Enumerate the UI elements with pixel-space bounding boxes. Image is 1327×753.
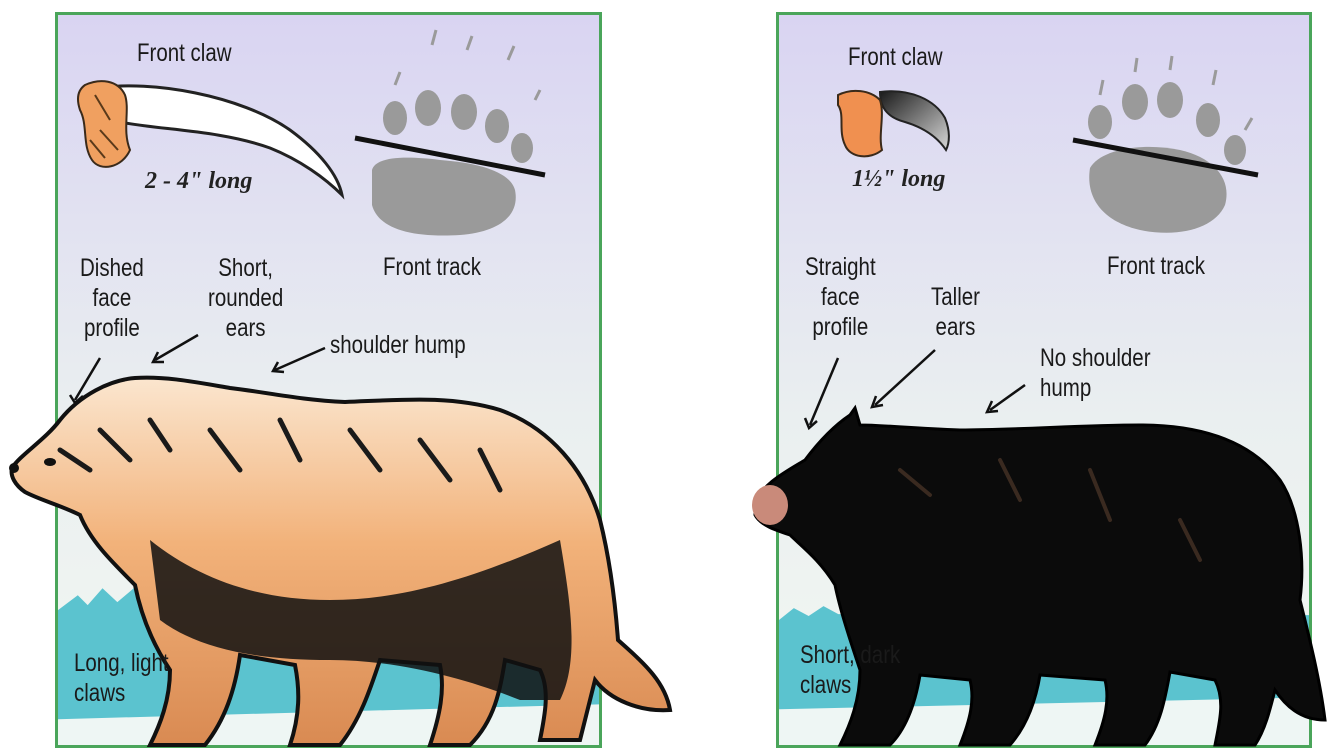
grizzly-claw-length: 2 - 4" long bbox=[145, 168, 252, 195]
grizzly-background bbox=[58, 15, 599, 745]
grizzly-hump-label: shoulder hump bbox=[330, 330, 466, 360]
grizzly-claws-label: Long, light claws bbox=[74, 648, 169, 708]
grizzly-face-label: Dished face profile bbox=[80, 253, 144, 343]
black-bear-claws-label: Short, dark claws bbox=[800, 640, 900, 700]
black-bear-claw-title: Front claw bbox=[848, 42, 943, 72]
black-bear-face-label: Straight face profile bbox=[805, 252, 876, 342]
black-bear-track-label: Front track bbox=[1107, 251, 1205, 281]
grizzly-track-label: Front track bbox=[383, 252, 481, 282]
black-bear-hump-label: No shoulder hump bbox=[1040, 343, 1151, 403]
grizzly-ears-label: Short, rounded ears bbox=[208, 253, 283, 343]
grizzly-claw-title: Front claw bbox=[137, 38, 232, 68]
grizzly-panel bbox=[55, 12, 602, 748]
black-bear-ears-label: Taller ears bbox=[931, 282, 980, 342]
black-bear-claw-length: 1½" long bbox=[852, 166, 945, 193]
